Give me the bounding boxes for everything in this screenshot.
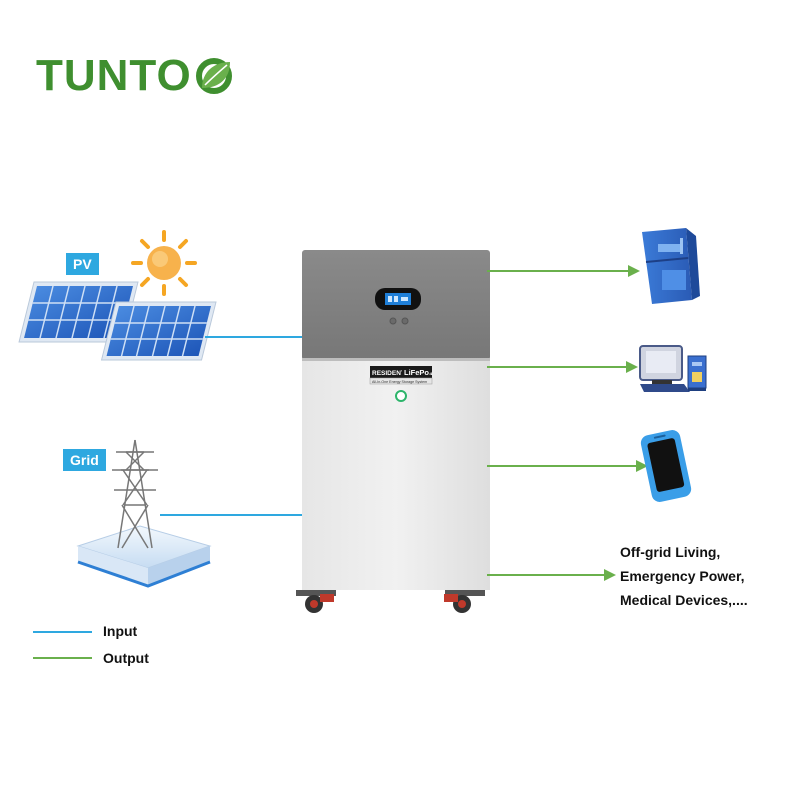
product-badge: RESIDENTIAL LiFePo₄ All-In-One Energy St… (369, 366, 433, 385)
pv-label: PV (66, 253, 99, 275)
output-arrow-3 (487, 460, 648, 472)
sun-icon (131, 230, 197, 296)
brand-logo: TUNTO (36, 50, 236, 102)
loads-line-1: Off-grid Living, (620, 544, 721, 560)
refrigerator-icon (642, 228, 700, 304)
solar-panel-icon (18, 281, 217, 361)
logo-text: TUNTO (36, 51, 192, 100)
legend-input-label: Input (103, 623, 138, 639)
grid-label: Grid (63, 449, 106, 471)
smartphone-icon (640, 430, 692, 502)
caster-wheels (296, 590, 485, 613)
output-arrow-2 (487, 361, 638, 373)
output-arrow-4 (487, 569, 616, 581)
transmission-tower-icon (76, 439, 212, 588)
legend (33, 631, 92, 659)
output-arrow-1 (487, 265, 640, 277)
loads-line-2: Emergency Power, (620, 568, 745, 584)
legend-output-label: Output (103, 650, 149, 666)
badge-left: RESIDENTIAL (372, 370, 415, 377)
badge-right: LiFePo₄ (404, 368, 433, 377)
loads-line-3: Medical Devices,.... (620, 592, 748, 608)
battery-cabinet: RESIDENTIAL LiFePo₄ All-In-One Energy St… (296, 250, 490, 613)
power-indicator (395, 390, 407, 402)
leaf-icon (195, 58, 232, 94)
badge-sub: All-In-One Energy Storage System (372, 380, 427, 384)
computer-icon (639, 345, 707, 392)
loads-description: Off-grid Living, Emergency Power, Medica… (620, 540, 748, 612)
